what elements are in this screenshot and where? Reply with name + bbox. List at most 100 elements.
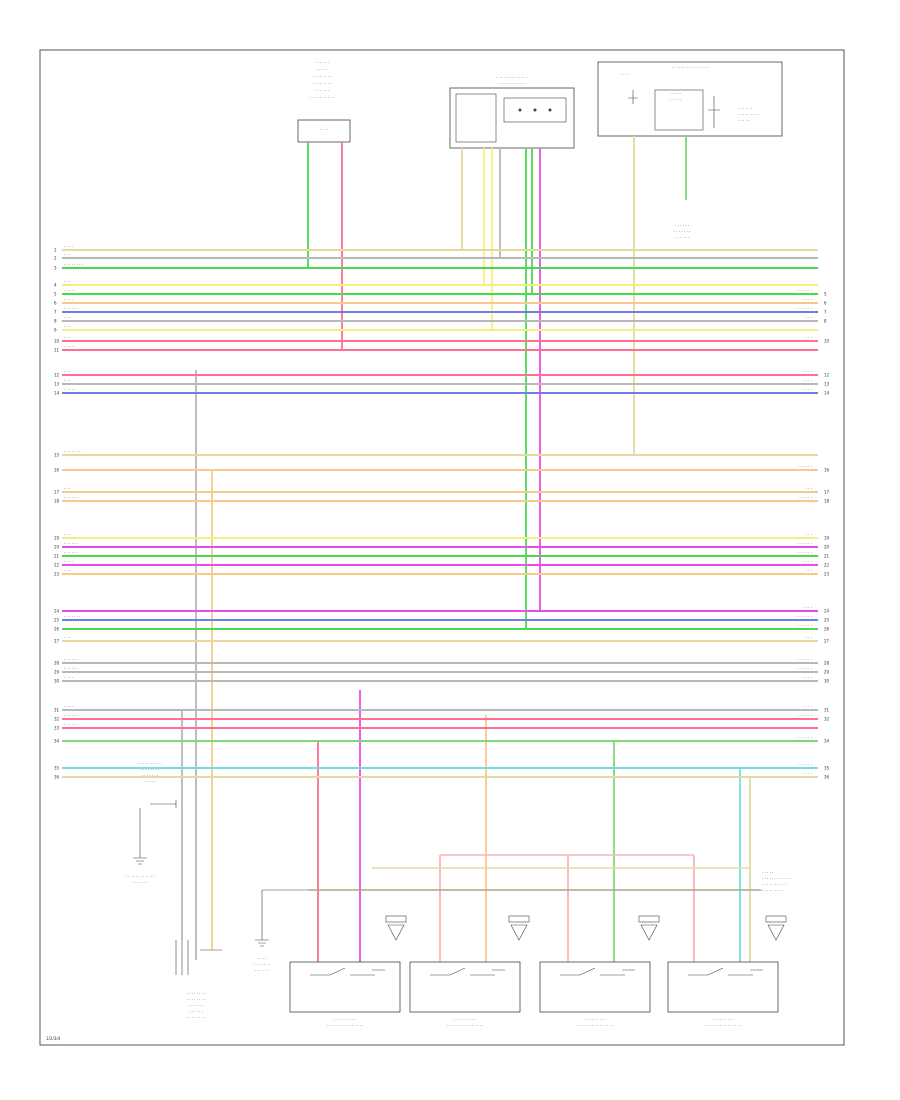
wire-left-label: · · · · bbox=[64, 297, 73, 302]
svg-text:· · · · ·: · · · · · bbox=[316, 67, 327, 72]
wire-35: 35· · · · · ·35 bbox=[54, 762, 830, 771]
svg-text:· · · ·: · · · · bbox=[620, 72, 629, 77]
svg-text:· · · · · · · · ·: · · · · · · · · · bbox=[712, 1017, 734, 1022]
wire-pin-number: 2 bbox=[54, 256, 57, 261]
wire-left-label: · · · bbox=[64, 369, 70, 374]
svg-text:· · · · · · ·: · · · · · · · bbox=[188, 1003, 205, 1008]
wire-left-label: · · · bbox=[64, 252, 70, 257]
svg-text:· · · · · ·: · · · · · · bbox=[675, 223, 689, 228]
wire-right-label: · · · · bbox=[803, 605, 812, 610]
wire-pin-number: 16 bbox=[54, 468, 60, 473]
svg-text:· · · · · · · · · ·: · · · · · · · · · · bbox=[500, 81, 524, 86]
wire-pin-number: 13 bbox=[54, 382, 60, 387]
svg-text:· · · · · · · · · · · · ·: · · · · · · · · · · · · · bbox=[496, 75, 528, 80]
wire-pin-number-right: 36 bbox=[824, 775, 830, 780]
wire-right-label: · · · · bbox=[803, 675, 812, 680]
wire-left-label: · · · bbox=[64, 635, 70, 640]
wire-pin-number: 30 bbox=[54, 679, 60, 684]
wire-pin-number: 3 bbox=[54, 266, 57, 271]
corner-code: 1/2/3/4 bbox=[46, 1036, 61, 1041]
wire-pin-number: 33 bbox=[54, 726, 60, 731]
diagram-frame bbox=[39, 49, 845, 1046]
wire-right-label: · · · · bbox=[803, 378, 812, 383]
wire-13: 13· · ·· · · ·13 bbox=[54, 378, 830, 387]
door-module-3: · · · · · · · · · · · · · · · · · · · · … bbox=[539, 961, 651, 1028]
svg-text:· · · ·: · · · · bbox=[258, 956, 267, 961]
wire-left-label: · · · · · · bbox=[64, 495, 78, 500]
wire-7: 7· · · · · ·· · · · · ·7 bbox=[54, 306, 827, 315]
door-module-4: · · · · · · · · · · · · · · · · · · · · … bbox=[667, 961, 779, 1028]
wire-bundle: 1 · · · · 2 · · · 3 · · · · · · · · 4 · · · 5 · ·… bbox=[54, 244, 830, 780]
door-module-2: · · · · · · · · · · · · · · · · · · · · … bbox=[409, 961, 521, 1028]
wire-pin-number-right: 25 bbox=[824, 618, 830, 623]
wire-right-label: · · · bbox=[806, 315, 812, 320]
wire-right-label: · · · · · · bbox=[798, 713, 812, 718]
wire-pin-number-right: 7 bbox=[824, 310, 827, 315]
wire-29: 29· · · · · ·· · · · · ·29 bbox=[54, 666, 830, 675]
wire-12: 12· · ·· · · ·12 bbox=[54, 369, 830, 378]
wire-pin-number: 26 bbox=[54, 627, 60, 632]
svg-text:· · · · · · · ·: · · · · · · · · bbox=[312, 74, 331, 79]
wire-pin-number: 25 bbox=[54, 618, 60, 623]
svg-text:· · · · · · · · ·: · · · · · · · · · bbox=[454, 1017, 476, 1022]
svg-text:· · · · · · · · · · · · · · ·: · · · · · · · · · · · · · · · bbox=[447, 1023, 484, 1028]
wire-pin-number: 28 bbox=[54, 661, 60, 666]
wire-pin-number-right: 6 bbox=[824, 301, 827, 306]
wire-right-label: · · · · · · bbox=[798, 495, 812, 500]
instrument-cluster: · · · · · · · · · · · · · · · · · · · · … bbox=[597, 61, 783, 137]
wire-left-label: · · · · · · bbox=[64, 550, 78, 555]
wire-31: 31· · · ·· · · ·31 bbox=[54, 704, 830, 713]
wire-pin-number: 4 bbox=[54, 283, 57, 288]
wire-right-label: · · · · bbox=[803, 771, 812, 776]
wire-pin-number: 12 bbox=[54, 373, 60, 378]
svg-text:· · · · · · · · · · · · · · ·: · · · · · · · · · · · · · · · bbox=[672, 65, 709, 70]
wire-right-label: · · · · · · bbox=[798, 306, 812, 311]
wire-20: 20 · · · · · · · · · · · · 20 bbox=[54, 541, 830, 550]
wire-16: 16· · · · · ·16 bbox=[54, 464, 830, 473]
svg-text:· · · · · ·: · · · · · · bbox=[315, 60, 329, 65]
ground-label: · · · · · · · · · · · · · · · · · · · bbox=[674, 223, 691, 240]
wire-left-label: · · · · · · bbox=[64, 666, 78, 671]
wire-pin-number-right: 20 bbox=[824, 545, 830, 550]
wire-pin-number-right: 34 bbox=[824, 739, 830, 744]
svg-text:· · · · · · · · · · · · · · ·: · · · · · · · · · · · · · · · bbox=[327, 1023, 364, 1028]
svg-text:· · · · ·: · · · · · bbox=[144, 779, 155, 784]
svg-text:· · · ·: · · · · bbox=[320, 127, 329, 132]
wire-pin-number-right: 8 bbox=[824, 319, 827, 324]
wire-28: 28· · · · · ·· · · · · ·28 bbox=[54, 657, 830, 666]
wire-25: 25· · · · · · ·· · · · · · ·25 bbox=[54, 614, 830, 623]
wire-pin-number: 15 bbox=[54, 453, 60, 458]
wire-22: 22· · · ·· · · ·22 bbox=[54, 559, 830, 568]
wire-right-label: · · · bbox=[806, 635, 812, 640]
wire-2: 2 · · · bbox=[54, 252, 818, 261]
wire-pin-number-right: 35 bbox=[824, 766, 830, 771]
wire-right-label: · · · · bbox=[803, 704, 812, 709]
svg-text:· · · · · ·: · · · · · · bbox=[315, 88, 329, 93]
wire-pin-number-right: 24 bbox=[824, 609, 830, 614]
svg-text:· · · · ·: · · · · · bbox=[738, 118, 749, 123]
wire-left-label: · · · · bbox=[64, 244, 73, 249]
wire-left-label: · · · bbox=[64, 324, 70, 329]
wire-pin-number: 36 bbox=[54, 775, 60, 780]
wire-pin-number: 29 bbox=[54, 670, 60, 675]
wire-pin-number: 11 bbox=[54, 348, 60, 353]
wire-right-label: · · · · · · bbox=[798, 541, 812, 546]
vertical-wires bbox=[181, 136, 760, 962]
wire-pin-number-right: 5 bbox=[824, 292, 827, 297]
wire-left-label: · · · · · · bbox=[64, 306, 78, 311]
wire-left-label: · · · · · · bbox=[64, 541, 78, 546]
top-mid-module: · · · · · · · · · · · · · · · · · · · · … bbox=[449, 75, 575, 149]
wire-pin-number-right: 30 bbox=[824, 679, 830, 684]
wire-pin-number-right: 14 bbox=[824, 391, 830, 396]
wire-pin-number: 1 bbox=[54, 248, 57, 253]
wire-pin-number: 19 bbox=[54, 536, 60, 541]
wire-right-label: · · · · bbox=[803, 387, 812, 392]
wire-left-label: · · · · · · · · bbox=[64, 262, 83, 267]
wire-pin-number: 20 bbox=[54, 545, 60, 550]
wire-32: 32· · · · · ·· · · · · ·32 bbox=[54, 713, 830, 722]
wire-right-label: · · · · bbox=[803, 369, 812, 374]
wire-pin-number-right: 29 bbox=[824, 670, 830, 675]
wire-pin-number-right: 16 bbox=[824, 468, 830, 473]
wire-14: 14· · · · ·· · · ·14 bbox=[54, 387, 830, 396]
wire-11: 11· · · · · bbox=[54, 344, 818, 353]
